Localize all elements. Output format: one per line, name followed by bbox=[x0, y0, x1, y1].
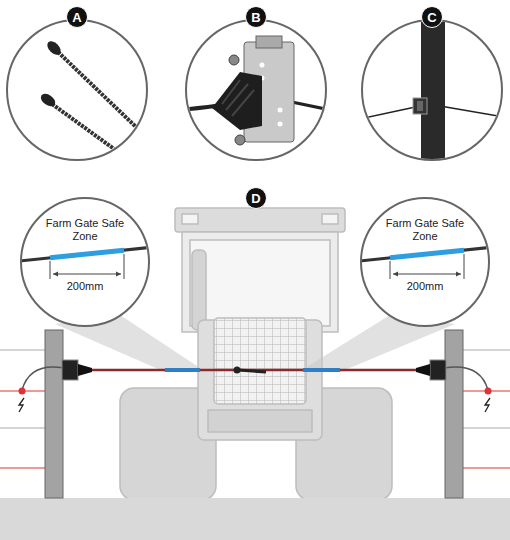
callout-letter-text: D bbox=[251, 191, 260, 206]
lead-wire bbox=[444, 367, 488, 390]
callout-letter-text: A bbox=[72, 10, 81, 25]
zoom-circle: Farm Gate Safe Zone 200mm bbox=[360, 197, 490, 327]
fence-post bbox=[45, 330, 63, 498]
fence-post bbox=[445, 330, 463, 498]
detail-circle bbox=[7, 20, 147, 160]
post-insulator bbox=[355, 10, 510, 180]
lightning-symbol bbox=[19, 398, 24, 412]
gate-wire bbox=[92, 367, 416, 374]
zone-label: Farm Gate Safe Zone bbox=[381, 217, 469, 243]
callout-letter: A bbox=[66, 6, 88, 28]
connection-dot bbox=[19, 388, 26, 395]
gate-insulator bbox=[62, 360, 446, 380]
lead-wire bbox=[22, 367, 64, 390]
callout-letter-text: C bbox=[427, 10, 436, 25]
zoom-circle: Farm Gate Safe Zone 200mm bbox=[20, 197, 150, 327]
callout-letter: B bbox=[245, 6, 267, 28]
callout-letter: D bbox=[245, 187, 267, 209]
fence-wires bbox=[0, 350, 510, 468]
callout-letter-text: B bbox=[251, 10, 260, 25]
connection-dot bbox=[485, 388, 492, 395]
dimension-label: 200mm bbox=[398, 280, 452, 293]
gate-anchor bbox=[180, 36, 340, 145]
detail-circle bbox=[186, 20, 326, 160]
callout-letter: C bbox=[421, 6, 443, 28]
zone-label: Farm Gate Safe Zone bbox=[41, 217, 129, 243]
dimension-label: 200mm bbox=[58, 280, 112, 293]
gate-rods bbox=[39, 39, 160, 175]
lightning-symbol bbox=[485, 398, 490, 412]
